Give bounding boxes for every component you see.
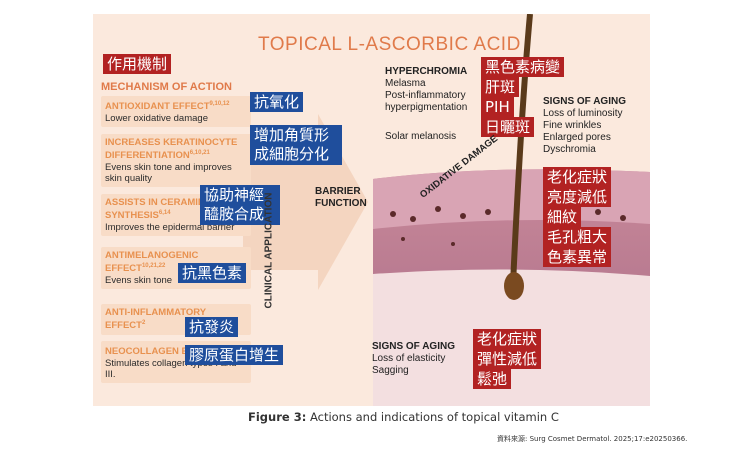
source-note: 資料來源: Surg Cosmet Dermatol. 2025;17:e202… [497,435,688,443]
melanin-dots [390,206,626,246]
figure-title: TOPICAL L-ASCORBIC ACID [258,34,521,55]
hyperchromia-heading: HYPERCHROMIA [385,66,468,77]
figure-caption: Figure 3: Actions and indications of top… [248,410,559,424]
effect-text: Evens skin tone and improves skin qualit… [105,162,232,185]
cn-label-ceramide-text: 協助神經醯胺合成 [204,186,265,223]
cn-label-keratinocyte: 增加角質形成細胞分化 [250,125,342,165]
barrier-function-label: BARRIER FUNCTION [315,186,375,210]
cn-label-neocollagen: 膠原蛋白增生 [185,345,284,365]
aging-top-item: Enlarged pores [543,132,611,143]
cn-label-wrinkles: 細紋 [543,207,582,227]
effect-text: Evens skin tone [105,275,173,287]
barrier-function-text: BARRIER FUNCTION [315,186,367,209]
aging-bottom-item: Loss of elasticity [372,353,446,364]
hyperchromia-item: hyperpigmentation [385,102,468,113]
cn-label-antimelanogenic: 抗黑色素 [178,263,247,283]
hyperchromia-item: Post-inflammatory [385,90,466,101]
aging-top-item: Loss of luminosity [543,108,623,119]
cn-label-mechanism: 作用機制 [103,54,172,74]
aging-top-block: SIGNS OF AGING Loss of luminosity Fine w… [543,96,626,156]
cn-label-luminosity: 亮度減低 [543,187,612,207]
cn-label-aging-top: 老化症狀 [543,167,612,187]
aging-bottom-item: Sagging [372,365,409,376]
solar-melanosis: Solar melanosis [385,131,457,142]
hair-follicle [504,272,524,300]
mechanism-heading: MECHANISM OF ACTION [101,81,232,93]
figure-panel: TOPICAL L-ASCORBIC ACID 作用機制 MECHANISM O… [93,14,650,406]
hyperchromia-item: Melasma [385,78,426,89]
aging-bottom-block: SIGNS OF AGING Loss of elasticity Saggin… [372,341,455,377]
effect-ref: 6,10,21 [189,150,210,156]
cn-label-antioxidant: 抗氧化 [250,92,304,112]
effect-ref: 10,21,22 [141,263,166,269]
cn-label-aging-bottom: 老化症狀 [473,329,542,349]
cn-label-melasma: 肝斑 [481,77,520,97]
cn-label-pih: PIH [481,97,514,117]
effect-heading: INCREASES KERATINOCYTE DIFFERENTIATION [105,137,238,162]
effect-ref: 9,10,12 [209,101,230,107]
effect-heading: ASSISTS IN CERAMIDE SYNTHESIS [105,197,212,222]
aging-top-heading: SIGNS OF AGING [543,96,626,107]
effect-heading: NEOCOLLAGEN EFFECT [105,346,219,358]
effect-text: Lower oxidative damage [105,113,208,125]
cn-label-ceramide: 協助神經醯胺合成 [200,185,280,225]
effect-ref: 2 [141,320,146,326]
cn-label-keratinocyte-text: 增加角質形成細胞分化 [254,126,330,163]
aging-top-item: Dyschromia [543,144,596,155]
cn-label-antiinflammatory: 抗發炎 [185,317,239,337]
effect-box-ceramide: ASSISTS IN CERAMIDE SYNTHESIS6,14 Improv… [101,194,251,237]
cn-label-pores: 毛孔粗大 [543,227,612,247]
cn-label-dyschromia: 色素異常 [543,247,612,267]
effect-text: Stimulates collagen types I and III. [105,358,237,381]
caption-label: Figure 3: [248,410,307,424]
effect-ref: 6,14 [158,210,171,216]
aging-bottom-heading: SIGNS OF AGING [372,341,455,352]
aging-top-item: Fine wrinkles [543,120,602,131]
effect-heading: ANTI-INFLAMMATORY EFFECT [105,307,206,332]
caption-text: Actions and indications of topical vitam… [309,410,559,424]
effect-box-antioxidant: ANTIOXIDANT EFFECT9,10,12 Lower oxidativ… [101,96,251,128]
cn-label-sagging: 鬆弛 [473,369,512,389]
cn-label-solar: 日曬斑 [481,117,535,137]
hyperchromia-block: HYPERCHROMIA Melasma Post-inflammatory h… [385,66,467,114]
effect-text: Improves the epidermal barrier [105,222,235,234]
clinical-application-label: CLINICAL APPLICATION [263,192,275,309]
effect-box-keratinocyte: INCREASES KERATINOCYTE DIFFERENTIATION6,… [101,134,251,188]
effect-heading: ANTIMELANOGENIC EFFECT [105,250,199,275]
cn-label-elasticity: 彈性減低 [473,349,542,369]
cn-label-hyperchromia: 黑色素病變 [481,57,565,77]
effect-heading: ANTIOXIDANT EFFECT [105,101,210,113]
